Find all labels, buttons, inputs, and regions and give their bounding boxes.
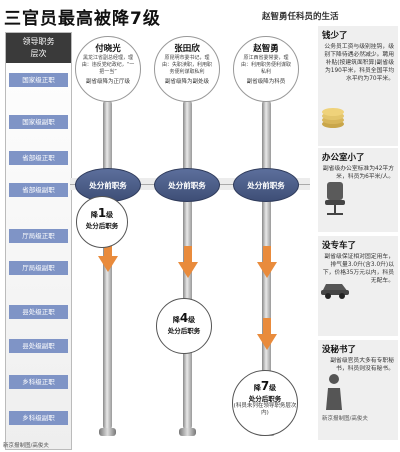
rank-label: 乡科级正职 [9, 375, 68, 389]
rank-ladder: 领导职务 层次 国家级正职 国家级副职 省部级正职 省部级副职 厅局级正职 厅局… [5, 32, 72, 450]
post-position-zhao: 降7级 处分后职务 (科员未列在领导职务层次内) [232, 370, 298, 436]
arrow-stem [263, 246, 271, 264]
official-desc: 原昆明市委书记，理由：失职渎职，利用职务便利谋取私利 [161, 55, 212, 75]
panel-title: 没秘书了 [322, 345, 357, 355]
ladder-header-line2: 层次 [30, 49, 47, 58]
ladder-header: 领导职务 层次 [6, 33, 71, 63]
down-arrow-icon [257, 334, 277, 350]
official-name: 张田欣 [174, 44, 200, 54]
post-position-label: 处分后职务 [248, 395, 282, 403]
official-name: 付晓光 [95, 44, 121, 54]
rod-foot [99, 428, 116, 436]
coins-icon [322, 108, 344, 128]
down-arrow-icon [98, 256, 118, 272]
panel-body: 副省级官员大多有专职秘书，科员则没有秘书。 [330, 358, 394, 372]
official-desc: 黑龙江省副总经理，理由：违反党纪政纪，“一把一当” [81, 55, 135, 75]
ladder-header-line1: 领导职务 [22, 37, 55, 46]
post-position-label: 处分后职务 [85, 222, 119, 230]
rank-label: 省部级正职 [9, 151, 68, 165]
rank-label: 厅局级正职 [9, 229, 68, 243]
panel-body: 公务员工资与级别挂钩，级别下降待遇必然减少。聘用补贴(按建筑面积算)副省级为19… [324, 44, 394, 82]
rank-label: 国家级正职 [9, 73, 68, 87]
arrow-stem [184, 246, 192, 264]
rank-label: 县处级副职 [9, 339, 68, 353]
arrow-stem [263, 318, 271, 336]
office-chair-icon [325, 182, 345, 215]
panel-title: 办公室小了 [322, 153, 365, 163]
credit-left: 新京报制图/高俊夫 [3, 443, 49, 449]
credit-right: 新京报制图/高俊夫 [322, 416, 368, 422]
official-rank-change: 副省级降为副处级 [164, 79, 209, 85]
official-desc: 原江西省委常委，理由：利用职务便利谋取私利 [240, 55, 291, 75]
official-name: 赵智勇 [253, 44, 279, 54]
post-position-zhang: 降4级 处分后职务 [156, 298, 212, 354]
rank-label: 乡科级副职 [9, 411, 68, 425]
official-rank-change: 副省级降为科员 [246, 79, 286, 85]
demotion-levels: 降4级 [172, 311, 196, 325]
panel-office: 办公室小了 副省级办公室标准为42平方米，科员为6平米/人。 [318, 148, 398, 232]
page-title: 三官员最高被降7级 [4, 9, 161, 29]
down-arrow-icon [257, 262, 277, 278]
pre-position-zhang: 处分前职务 [154, 168, 220, 202]
post-position-fu: 降1级 处分后职务 [76, 196, 128, 248]
official-card-zhao: 赵智勇 原江西省委常委，理由：利用职务便利谋取私利 副省级降为科员 [233, 36, 299, 102]
car-icon [321, 284, 349, 299]
panel-body: 副省级办公室标准为42平方米，科员为6平米/人。 [322, 166, 394, 180]
post-position-note: (科员未列在领导职务层次内) [233, 403, 297, 416]
panel-title: 没专车了 [322, 241, 357, 251]
official-card-zhang: 张田欣 原昆明市委书记，理由：失职渎职，利用职务便利谋取私利 副省级降为副处级 [154, 36, 220, 102]
pre-position-zhao: 处分前职务 [233, 168, 299, 202]
rod-foot [179, 428, 196, 436]
official-card-fu: 付晓光 黑龙江省副总经理，理由：违反党纪政纪，“一把一当” 副省级降为正厅级 [75, 36, 141, 102]
panel-title: 钱少了 [322, 31, 348, 41]
down-arrow-icon [178, 262, 198, 278]
demotion-levels: 降7级 [253, 379, 277, 393]
rank-label: 国家级副职 [9, 115, 68, 129]
panel-body: 副省级保证相对固定用车，排气量3.0升(含3.0升)以下，价格35万元以内，科员… [322, 254, 394, 284]
rank-label: 厅局级副职 [9, 261, 68, 275]
rank-label: 省部级副职 [9, 183, 68, 197]
official-rank-change: 副省级降为正厅级 [85, 79, 130, 85]
post-position-label: 处分后职务 [167, 327, 201, 335]
secretary-icon [326, 374, 342, 410]
demotion-levels: 降1级 [90, 206, 114, 220]
side-title: 赵智勇任科员的生活 [262, 12, 339, 22]
rank-label: 县处级正职 [9, 305, 68, 319]
arrow-stem [104, 246, 112, 258]
